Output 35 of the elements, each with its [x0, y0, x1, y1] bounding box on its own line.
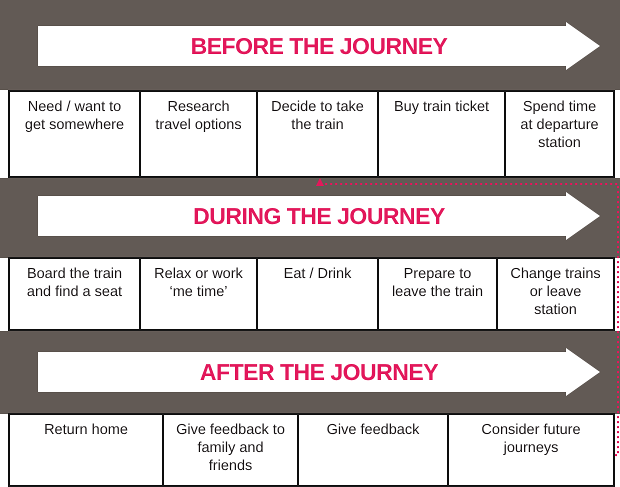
stage-title: AFTER THE JOURNEY	[200, 358, 438, 386]
step-label: Eat / Drink	[284, 265, 352, 283]
step-box	[297, 413, 449, 487]
step-label: Change trains or leave station	[510, 265, 601, 319]
step-label: Consider future journeys	[480, 421, 582, 457]
step-label: Give feedback	[326, 421, 420, 439]
stage-arrow	[38, 22, 600, 70]
step-label: Prepare to leave the train	[391, 265, 484, 301]
step-label: Buy train ticket	[394, 98, 490, 116]
stage-title: DURING THE JOURNEY	[193, 202, 445, 230]
stage-arrow	[38, 348, 600, 396]
step-box	[377, 90, 506, 178]
step-label: Board the train and find a seat	[26, 265, 124, 301]
loop-arrow	[316, 178, 619, 456]
step-box	[8, 413, 164, 487]
step-label: Need / want to get somewhere	[24, 98, 126, 134]
step-label: Return home	[44, 421, 128, 439]
step-label: Relax or work ‘me time’	[153, 265, 244, 301]
stage-arrow	[38, 192, 600, 240]
step-box	[162, 413, 299, 487]
step-box	[8, 90, 141, 178]
step-label: Give feedback to family and friends	[176, 421, 285, 475]
step-box	[256, 90, 379, 178]
step-box	[504, 90, 615, 178]
step-box	[377, 257, 498, 331]
step-label: Spend time at departure station	[519, 98, 600, 152]
step-box	[496, 257, 615, 331]
step-box	[256, 257, 379, 331]
step-label: Decide to take the train	[270, 98, 365, 134]
step-label: Research travel options	[154, 98, 243, 134]
step-box	[139, 90, 258, 178]
stage-title: BEFORE THE JOURNEY	[190, 32, 448, 60]
step-box	[447, 413, 615, 487]
step-box	[139, 257, 258, 331]
step-box	[8, 257, 141, 331]
